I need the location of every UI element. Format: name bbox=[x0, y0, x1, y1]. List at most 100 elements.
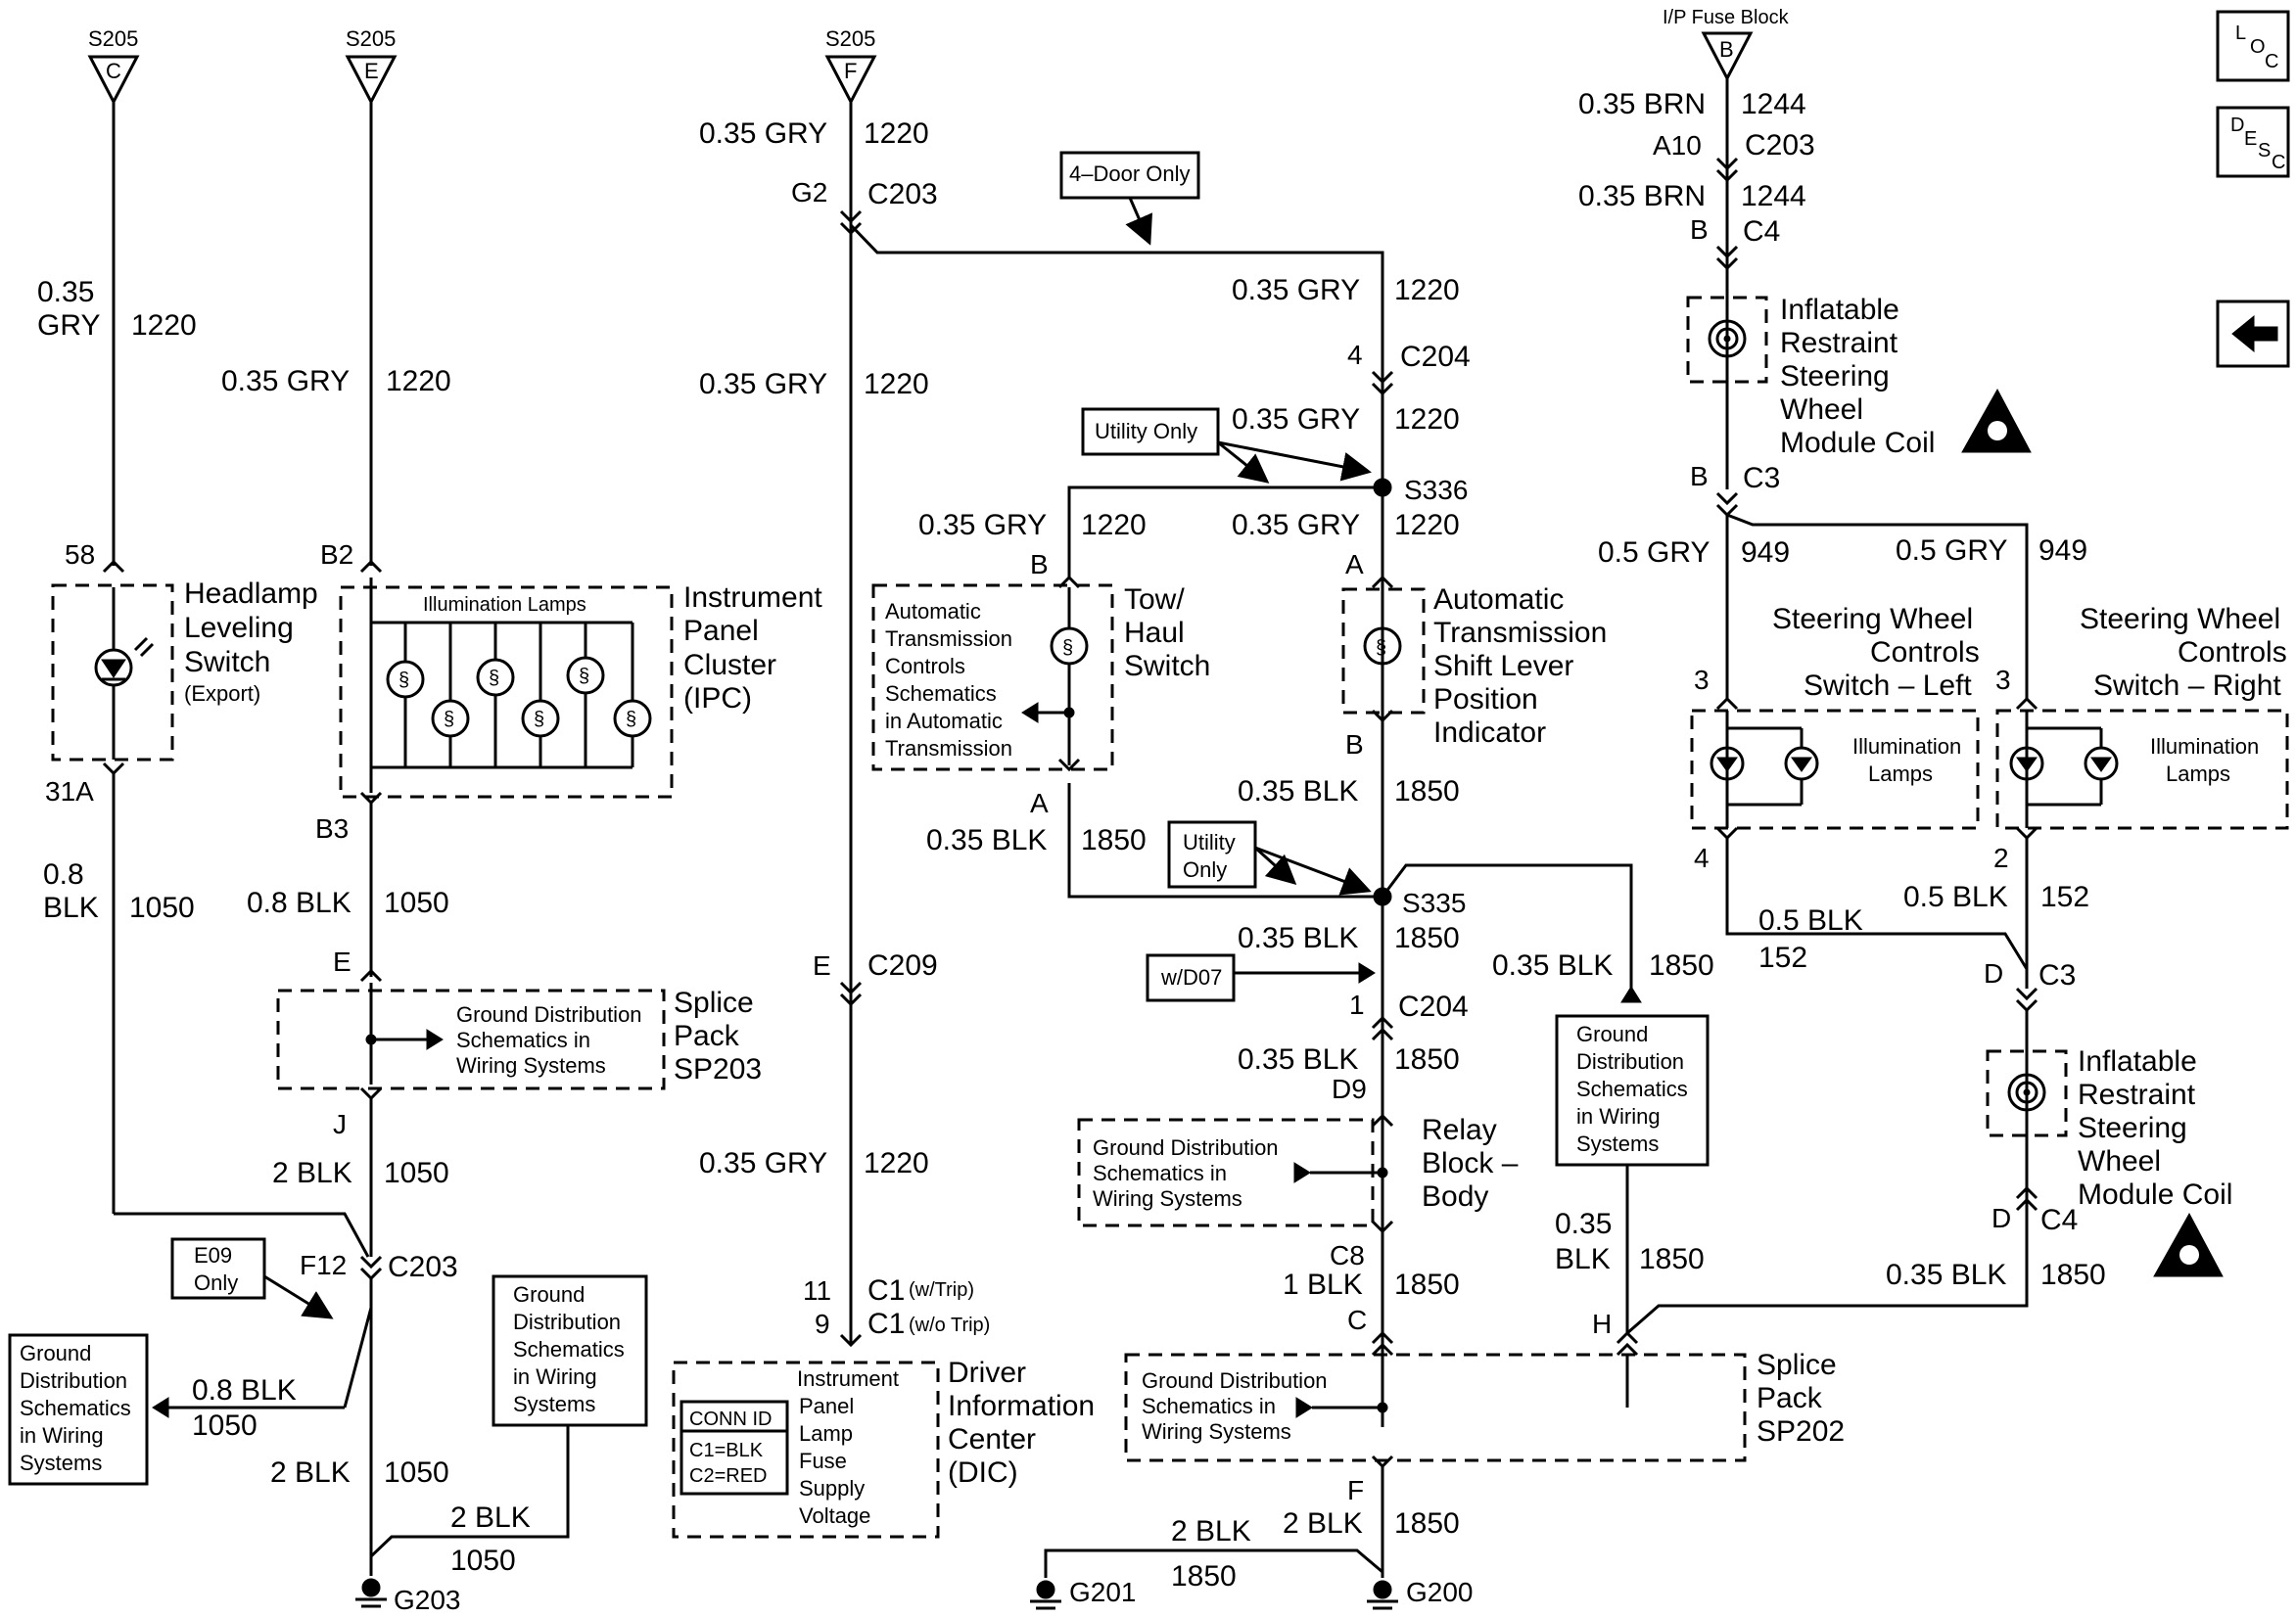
svg-text:C4: C4 bbox=[1743, 215, 1780, 248]
loc-button[interactable]: L O C bbox=[2216, 10, 2290, 82]
svg-text:Ground Distribution: Ground Distribution bbox=[1093, 1135, 1279, 1160]
svg-text:C204: C204 bbox=[1400, 341, 1471, 373]
svg-text:1850: 1850 bbox=[1394, 1043, 1460, 1076]
svg-text:Transmission: Transmission bbox=[1433, 617, 1607, 649]
svg-text:Leveling: Leveling bbox=[184, 612, 294, 644]
svg-text:Schematics in: Schematics in bbox=[1142, 1394, 1276, 1418]
svg-text:E: E bbox=[813, 950, 831, 981]
svg-text:S205: S205 bbox=[88, 26, 138, 51]
svg-text:§: § bbox=[534, 709, 544, 730]
svg-text:1: 1 bbox=[1349, 990, 1365, 1020]
svg-text:S: S bbox=[2258, 140, 2271, 162]
svg-text:1850: 1850 bbox=[1394, 775, 1460, 808]
utility-only-tag-2: Utility Only bbox=[1167, 820, 1372, 896]
swc-right-leds: Illumination Lamps bbox=[2009, 711, 2259, 828]
connector-s205-f: S205 F bbox=[824, 26, 877, 106]
svg-text:Indicator: Indicator bbox=[1433, 716, 1546, 749]
circuit-headlamp-leveling: 0.35 GRY 1220 58 Headlamp Leveling Switc… bbox=[37, 102, 370, 1258]
svg-text:3: 3 bbox=[1694, 665, 1710, 695]
svg-text:(Export): (Export) bbox=[184, 681, 260, 706]
svg-text:0.35 BLK: 0.35 BLK bbox=[1238, 1043, 1358, 1076]
svg-text:0.8: 0.8 bbox=[43, 858, 84, 891]
back-button[interactable] bbox=[2216, 300, 2290, 368]
svg-text:CONN ID: CONN ID bbox=[689, 1409, 772, 1430]
svg-text:0.35 GRY: 0.35 GRY bbox=[699, 117, 827, 150]
svg-text:0.8 BLK: 0.8 BLK bbox=[247, 887, 351, 919]
svg-text:Panel: Panel bbox=[799, 1394, 854, 1418]
svg-text:Fuse: Fuse bbox=[799, 1449, 847, 1473]
svg-text:C204: C204 bbox=[1398, 991, 1469, 1023]
svg-text:B: B bbox=[1690, 214, 1709, 245]
circuit-tow-haul: 0.35 GRY 1220 B § Automatic Transmission… bbox=[871, 485, 1382, 899]
svg-text:Schematics in: Schematics in bbox=[1093, 1161, 1227, 1185]
svg-text:Cluster: Cluster bbox=[683, 649, 776, 681]
svg-text:1850: 1850 bbox=[1394, 1507, 1460, 1540]
conn-id-box: CONN ID C1=BLK C2=RED bbox=[679, 1400, 789, 1496]
svg-text:2 BLK: 2 BLK bbox=[450, 1502, 531, 1534]
svg-text:1220: 1220 bbox=[864, 1147, 929, 1179]
svg-text:in Wiring: in Wiring bbox=[513, 1364, 597, 1389]
svg-text:0.5 GRY: 0.5 GRY bbox=[1598, 536, 1710, 569]
svg-text:Transmission: Transmission bbox=[885, 736, 1012, 761]
circuit-steering-wheel: 0.35 BRN 1244 A10 C203 0.35 BRN 1244 B C… bbox=[1578, 78, 2289, 1277]
svg-text:SP202: SP202 bbox=[1757, 1415, 1845, 1448]
svg-text:Controls: Controls bbox=[885, 654, 965, 678]
svg-text:J: J bbox=[333, 1109, 347, 1139]
svg-text:Tow/: Tow/ bbox=[1124, 583, 1185, 616]
svg-text:152: 152 bbox=[2040, 881, 2089, 913]
svg-text:Steering Wheel: Steering Wheel bbox=[1772, 603, 1973, 635]
svg-text:SP203: SP203 bbox=[674, 1053, 762, 1086]
svg-text:1850: 1850 bbox=[1394, 1269, 1460, 1301]
svg-text:C1=BLK: C1=BLK bbox=[689, 1440, 764, 1461]
svg-text:0.35 GRY: 0.35 GRY bbox=[918, 509, 1047, 541]
svg-text:D: D bbox=[1984, 958, 2003, 989]
connector-ip-fuse-block-b: I/P Fuse Block B bbox=[1663, 7, 1790, 82]
svg-text:C203: C203 bbox=[1745, 129, 1815, 162]
svg-text:Relay: Relay bbox=[1422, 1114, 1497, 1146]
svg-text:Distribution: Distribution bbox=[1576, 1049, 1684, 1074]
svg-text:BLK: BLK bbox=[43, 892, 99, 924]
svg-text:G201: G201 bbox=[1069, 1577, 1137, 1607]
svg-text:4: 4 bbox=[1694, 843, 1710, 873]
svg-text:2 BLK: 2 BLK bbox=[1283, 1507, 1363, 1540]
svg-text:1050: 1050 bbox=[450, 1545, 516, 1577]
svg-text:Systems: Systems bbox=[1576, 1132, 1659, 1156]
svg-text:Voltage: Voltage bbox=[799, 1503, 870, 1528]
svg-text:Ground Distribution: Ground Distribution bbox=[1142, 1368, 1328, 1393]
svg-text:1220: 1220 bbox=[864, 368, 929, 400]
svg-text:1050: 1050 bbox=[384, 1157, 449, 1189]
svg-text:C: C bbox=[2265, 51, 2278, 72]
svg-text:Center: Center bbox=[948, 1423, 1036, 1455]
circuit-dic: 0.35 GRY 1220 G2 C203 0.35 GRY 1220 E C2… bbox=[672, 102, 1384, 1539]
svg-text:Distribution: Distribution bbox=[513, 1310, 621, 1334]
svg-text:0.5 BLK: 0.5 BLK bbox=[1758, 904, 1863, 937]
svg-text:4–Door Only: 4–Door Only bbox=[1069, 162, 1191, 186]
svg-text:Lamps: Lamps bbox=[1868, 762, 1933, 786]
svg-text:Wiring Systems: Wiring Systems bbox=[456, 1053, 606, 1078]
svg-text:C: C bbox=[1347, 1305, 1367, 1335]
svg-text:Splice: Splice bbox=[1757, 1349, 1837, 1381]
four-door-only-tag: 4–Door Only bbox=[1059, 151, 1200, 246]
circuit-ipc: 0.35 GRY 1220 B2 Illumination Lamps §§ §… bbox=[152, 102, 822, 1615]
svg-text:1850: 1850 bbox=[1171, 1560, 1237, 1593]
svg-text:1 BLK: 1 BLK bbox=[1283, 1269, 1363, 1301]
svg-text:0.35 BLK: 0.35 BLK bbox=[1492, 949, 1613, 982]
e09-only-tag: E09 Only bbox=[170, 1237, 334, 1319]
svg-text:0.35 BRN: 0.35 BRN bbox=[1578, 88, 1706, 120]
w-d07-tag: w/D07 bbox=[1146, 953, 1376, 1002]
svg-text:B2: B2 bbox=[320, 539, 353, 570]
svg-text:Module Coil: Module Coil bbox=[2078, 1178, 2232, 1211]
desc-button[interactable]: D E S C bbox=[2216, 106, 2290, 178]
svg-text:0.35 BLK: 0.35 BLK bbox=[1238, 922, 1358, 954]
svg-text:1850: 1850 bbox=[1394, 922, 1460, 954]
svg-text:C2=RED: C2=RED bbox=[689, 1465, 767, 1487]
svg-text:Splice: Splice bbox=[674, 987, 754, 1019]
svg-text:C1: C1 bbox=[867, 1308, 905, 1340]
airbag-warning-icon-2 bbox=[2153, 1212, 2224, 1277]
svg-text:Illumination Lamps: Illumination Lamps bbox=[423, 594, 586, 616]
svg-text:Instrument: Instrument bbox=[683, 581, 822, 614]
svg-text:w/D07: w/D07 bbox=[1160, 965, 1222, 990]
svg-text:1850: 1850 bbox=[2040, 1259, 2106, 1291]
svg-text:Wiring Systems: Wiring Systems bbox=[1093, 1186, 1242, 1211]
